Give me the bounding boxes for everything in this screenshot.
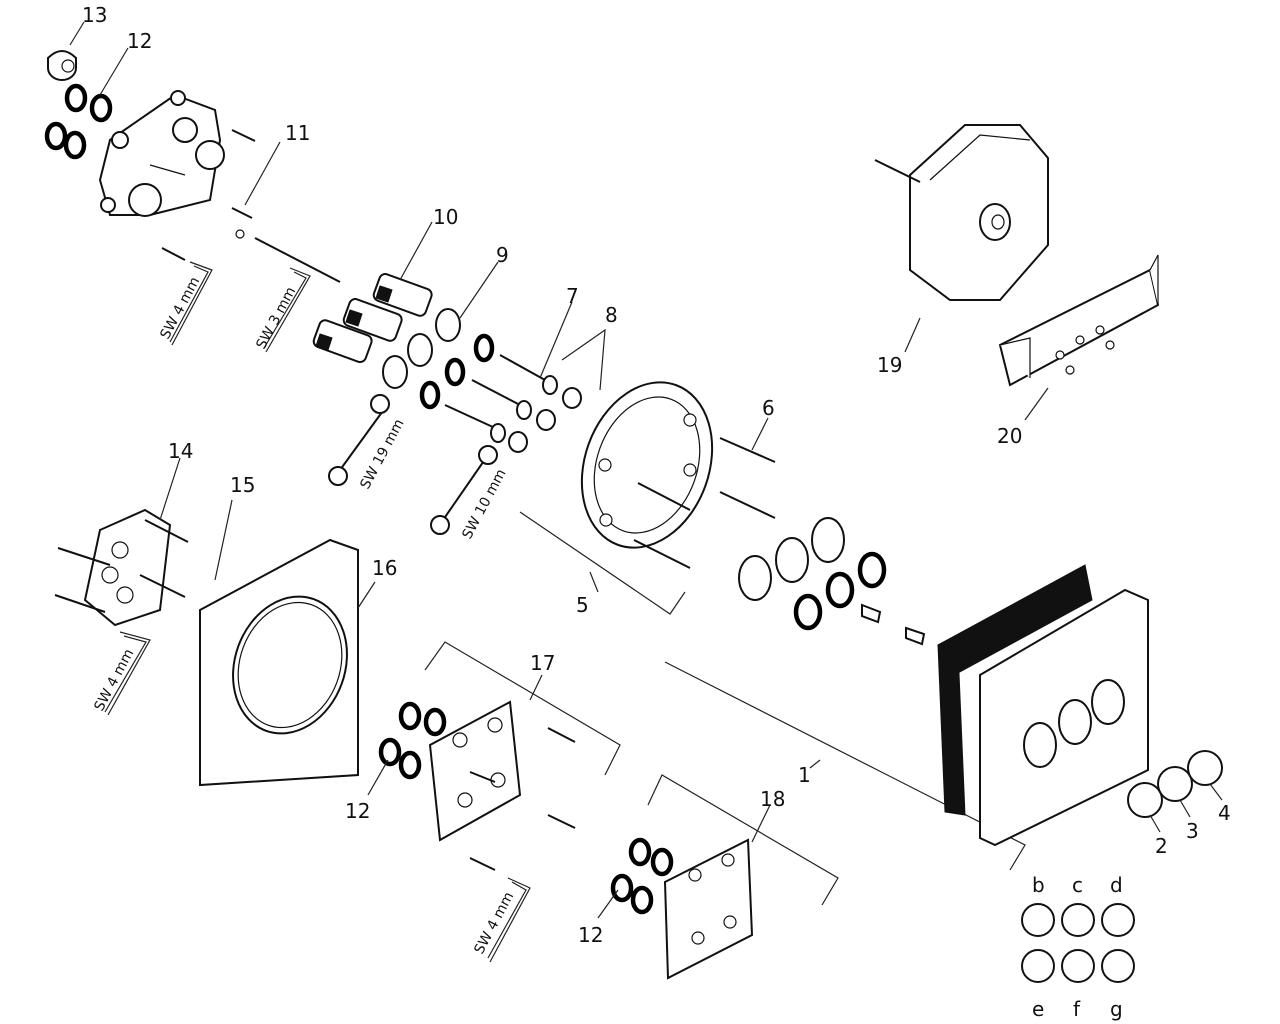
part-19-installation-box bbox=[874, 124, 1049, 301]
callout-labels: 13 12 11 10 9 7 8 6 5 14 15 16 17 12 18 … bbox=[82, 3, 1231, 947]
spindles-group-7 bbox=[419, 333, 558, 443]
callout-13: 13 bbox=[82, 3, 107, 27]
cartridge-group-10 bbox=[312, 273, 433, 364]
callout-2: 2 bbox=[1155, 834, 1168, 858]
part-16-rosette bbox=[199, 538, 359, 787]
couplings bbox=[738, 517, 926, 646]
hex-key-sw4-top bbox=[161, 247, 213, 346]
callout-19: 19 bbox=[877, 353, 902, 377]
part-1-faceplate bbox=[937, 564, 1149, 847]
part-12-o-rings-top bbox=[44, 83, 113, 160]
mounting-plate-17 bbox=[428, 700, 576, 842]
hex-key-sw4-bottom bbox=[469, 857, 531, 963]
callout-5: 5 bbox=[576, 593, 589, 617]
bracket-1 bbox=[664, 661, 1026, 871]
hex-key-sw4-left bbox=[104, 631, 151, 716]
callout-1: 1 bbox=[798, 763, 811, 787]
nuts-group-9 bbox=[382, 308, 461, 389]
callout-14: 14 bbox=[168, 439, 193, 463]
callout-12-top: 12 bbox=[127, 29, 152, 53]
tool-label-sw3: SW 3 mm bbox=[253, 284, 299, 351]
o-rings-12-bottom bbox=[610, 837, 674, 915]
o-rings-12-mid bbox=[378, 701, 447, 780]
callout-15: 15 bbox=[230, 473, 255, 497]
variant-d: d bbox=[1110, 873, 1123, 897]
callout-8: 8 bbox=[605, 303, 618, 327]
callout-20: 20 bbox=[997, 424, 1022, 448]
callout-6: 6 bbox=[762, 396, 775, 420]
bracket-18 bbox=[647, 774, 839, 906]
tool-label-sw19: SW 19 mm bbox=[357, 417, 407, 492]
variant-letters: b c d e f g bbox=[1032, 873, 1123, 1021]
leader-lines bbox=[69, 21, 1223, 919]
callout-7: 7 bbox=[566, 284, 579, 308]
variant-g: g bbox=[1110, 997, 1123, 1021]
part-20-mounting-bracket bbox=[998, 254, 1160, 387]
callout-4: 4 bbox=[1218, 801, 1231, 825]
callout-3: 3 bbox=[1186, 819, 1199, 843]
valve-body bbox=[98, 90, 225, 217]
mounting-ring-plate bbox=[580, 381, 714, 549]
callout-12-mid: 12 bbox=[345, 799, 370, 823]
variant-e: e bbox=[1032, 997, 1044, 1021]
wrench-sw10 bbox=[430, 445, 498, 535]
variant-f: f bbox=[1073, 997, 1081, 1021]
variant-c: c bbox=[1072, 873, 1083, 897]
mounting-plate-18 bbox=[663, 838, 754, 980]
tool-label-sw4-top: SW 4 mm bbox=[157, 274, 203, 341]
push-buttons-2-3-4 bbox=[1127, 750, 1223, 818]
screw-mid bbox=[231, 207, 253, 239]
tool-label-sw10: SW 10 mm bbox=[459, 467, 509, 542]
callout-11: 11 bbox=[285, 121, 310, 145]
bracket-5 bbox=[519, 511, 686, 615]
callout-17: 17 bbox=[530, 651, 555, 675]
part-14-assembly bbox=[54, 508, 189, 627]
hex-key-sw3 bbox=[254, 237, 341, 353]
part-15-screw bbox=[139, 574, 186, 598]
screw-top bbox=[231, 129, 256, 142]
callout-16: 16 bbox=[372, 556, 397, 580]
button-variants-grid bbox=[1021, 903, 1135, 983]
wrench-sw19 bbox=[328, 394, 390, 486]
part-13-sleeve bbox=[47, 50, 77, 81]
caps-group-8 bbox=[508, 387, 582, 453]
variant-b: b bbox=[1032, 873, 1045, 897]
callout-9: 9 bbox=[496, 243, 509, 267]
callout-10: 10 bbox=[433, 205, 458, 229]
screws-6 bbox=[633, 437, 776, 569]
callout-18: 18 bbox=[760, 787, 785, 811]
callout-12-bottom: 12 bbox=[578, 923, 603, 947]
